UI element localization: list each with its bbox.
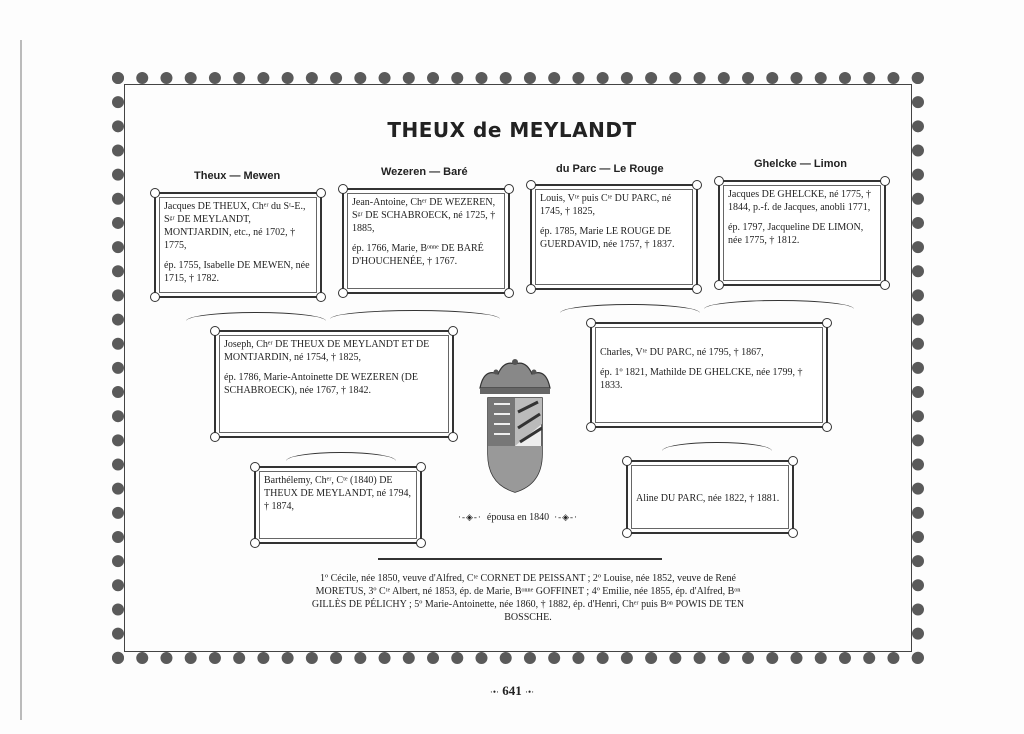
divider-line bbox=[378, 558, 662, 560]
corner-ornament-icon bbox=[504, 184, 514, 194]
corner-ornament-icon bbox=[822, 422, 832, 432]
corner-ornament-icon bbox=[448, 326, 458, 336]
corner-ornament-icon bbox=[526, 180, 536, 190]
corner-ornament-icon bbox=[714, 280, 724, 290]
column-heading-theux-mewen: Theux — Mewen bbox=[194, 170, 281, 182]
box-text: ép. 1785, Marie LE ROUGE DE GUERDAVID, n… bbox=[540, 226, 675, 250]
coat-of-arms-icon bbox=[479, 359, 551, 493]
family-connector bbox=[186, 312, 326, 321]
family-connector bbox=[330, 310, 500, 319]
genealogy-box-theux: Jacques DE THEUX, Chᵉʳ du Sᵗ-E., Sᵍʳ DE … bbox=[150, 188, 326, 302]
corner-ornament-icon bbox=[210, 326, 220, 336]
genealogy-box-wezeren: Jean-Antoine, Chᵉʳ DE WEZEREN, Sᵍʳ DE SC… bbox=[338, 184, 514, 298]
family-connector bbox=[704, 300, 854, 309]
corner-ornament-icon bbox=[338, 184, 348, 194]
marriage-text: épousa en 1840 bbox=[486, 512, 550, 523]
corner-ornament-icon bbox=[526, 284, 536, 294]
corner-ornament-icon bbox=[788, 456, 798, 466]
corner-ornament-icon bbox=[788, 528, 798, 538]
corner-ornament-icon bbox=[622, 528, 632, 538]
box-text: Jacques DE GHELCKE, né 1775, † 1844, p.-… bbox=[728, 189, 872, 213]
corner-ornament-icon bbox=[210, 432, 220, 442]
ornament-icon: ·-◈-· bbox=[458, 512, 482, 522]
corner-ornament-icon bbox=[416, 462, 426, 472]
corner-ornament-icon bbox=[504, 288, 514, 298]
inner-frame bbox=[124, 84, 912, 652]
descendants-footnote: 1º Cécile, née 1850, veuve d'Alfred, Cᵗᵉ… bbox=[311, 573, 745, 623]
corner-ornament-icon bbox=[338, 288, 348, 298]
corner-ornament-icon bbox=[250, 462, 260, 472]
marriage-label: ·-◈-· épousa en 1840 ·-◈-· bbox=[458, 512, 578, 523]
family-connector bbox=[560, 304, 700, 313]
box-text: ép. 1766, Marie, Bᵒⁿⁿᵉ DE BARÉ D'HOUCHEN… bbox=[352, 243, 484, 267]
corner-ornament-icon bbox=[692, 180, 702, 190]
box-text: Jean-Antoine, Chᵉʳ DE WEZEREN, Sᵍʳ DE SC… bbox=[352, 197, 496, 234]
decorative-border bbox=[112, 72, 924, 664]
box-text: Aline DU PARC, née 1822, † 1881. bbox=[636, 493, 780, 504]
box-text: ép. 1797, Jacqueline DE LIMON, née 1775,… bbox=[728, 222, 864, 246]
page-number: ·•· 641 ·•· bbox=[0, 683, 1024, 699]
genealogy-box-duparc: Louis, Vᵗᵉ puis Cᵗᵉ DU PARC, né 1745, † … bbox=[526, 180, 702, 294]
corner-ornament-icon bbox=[150, 188, 160, 198]
corner-ornament-icon bbox=[586, 318, 596, 328]
corner-ornament-icon bbox=[316, 188, 326, 198]
corner-ornament-icon bbox=[150, 292, 160, 302]
column-heading-duparc-lerouge: du Parc — Le Rouge bbox=[556, 163, 664, 175]
page-title: THEUX de MEYLANDT bbox=[387, 118, 637, 142]
box-text: Joseph, Chᵉʳ DE THEUX DE MEYLANDT ET DE … bbox=[224, 339, 430, 363]
box-text: ép. 1º 1821, Mathilde DE GHELCKE, née 17… bbox=[600, 367, 803, 391]
corner-ornament-icon bbox=[822, 318, 832, 328]
column-heading-ghelcke-limon: Ghelcke — Limon bbox=[754, 158, 847, 170]
page-edge bbox=[20, 40, 22, 720]
corner-ornament-icon bbox=[880, 280, 890, 290]
corner-ornament-icon bbox=[316, 292, 326, 302]
box-text: ép. 1786, Marie-Antoinette DE WEZEREN (D… bbox=[224, 372, 418, 396]
box-text: Barthélemy, Chᵉʳ, Cᵗᵉ (1840) DE THEUX DE… bbox=[264, 475, 412, 512]
corner-ornament-icon bbox=[416, 538, 426, 548]
corner-ornament-icon bbox=[880, 176, 890, 186]
ornament-icon: ·•· bbox=[489, 687, 499, 697]
corner-ornament-icon bbox=[714, 176, 724, 186]
corner-ornament-icon bbox=[250, 538, 260, 548]
box-text: Jacques DE THEUX, Chᵉʳ du Sᵗ-E., Sᵍʳ DE … bbox=[164, 201, 306, 251]
ornament-icon: ·•· bbox=[525, 687, 535, 697]
box-text: Charles, Vᵗᵉ DU PARC, né 1795, † 1867, bbox=[600, 347, 764, 358]
corner-ornament-icon bbox=[586, 422, 596, 432]
genealogy-box-charles: Charles, Vᵗᵉ DU PARC, né 1795, † 1867, é… bbox=[586, 318, 832, 432]
box-text: Louis, Vᵗᵉ puis Cᵗᵉ DU PARC, né 1745, † … bbox=[540, 193, 672, 217]
genealogy-box-barthelemy: Barthélemy, Chᵉʳ, Cᵗᵉ (1840) DE THEUX DE… bbox=[250, 462, 426, 548]
genealogy-box-joseph: Joseph, Chᵉʳ DE THEUX DE MEYLANDT ET DE … bbox=[210, 326, 458, 442]
genealogy-box-ghelcke: Jacques DE GHELCKE, né 1775, † 1844, p.-… bbox=[714, 176, 890, 290]
column-heading-wezeren-bare: Wezeren — Baré bbox=[381, 166, 468, 178]
corner-ornament-icon bbox=[448, 432, 458, 442]
family-connector bbox=[286, 452, 396, 461]
genealogy-box-aline: Aline DU PARC, née 1822, † 1881. bbox=[622, 456, 798, 538]
corner-ornament-icon bbox=[622, 456, 632, 466]
corner-ornament-icon bbox=[692, 284, 702, 294]
family-connector bbox=[662, 442, 772, 451]
box-text: ép. 1755, Isabelle DE MEWEN, née 1715, †… bbox=[164, 260, 310, 284]
ornament-icon: ·-◈-· bbox=[554, 512, 579, 522]
page-number-text: 641 bbox=[502, 683, 522, 698]
